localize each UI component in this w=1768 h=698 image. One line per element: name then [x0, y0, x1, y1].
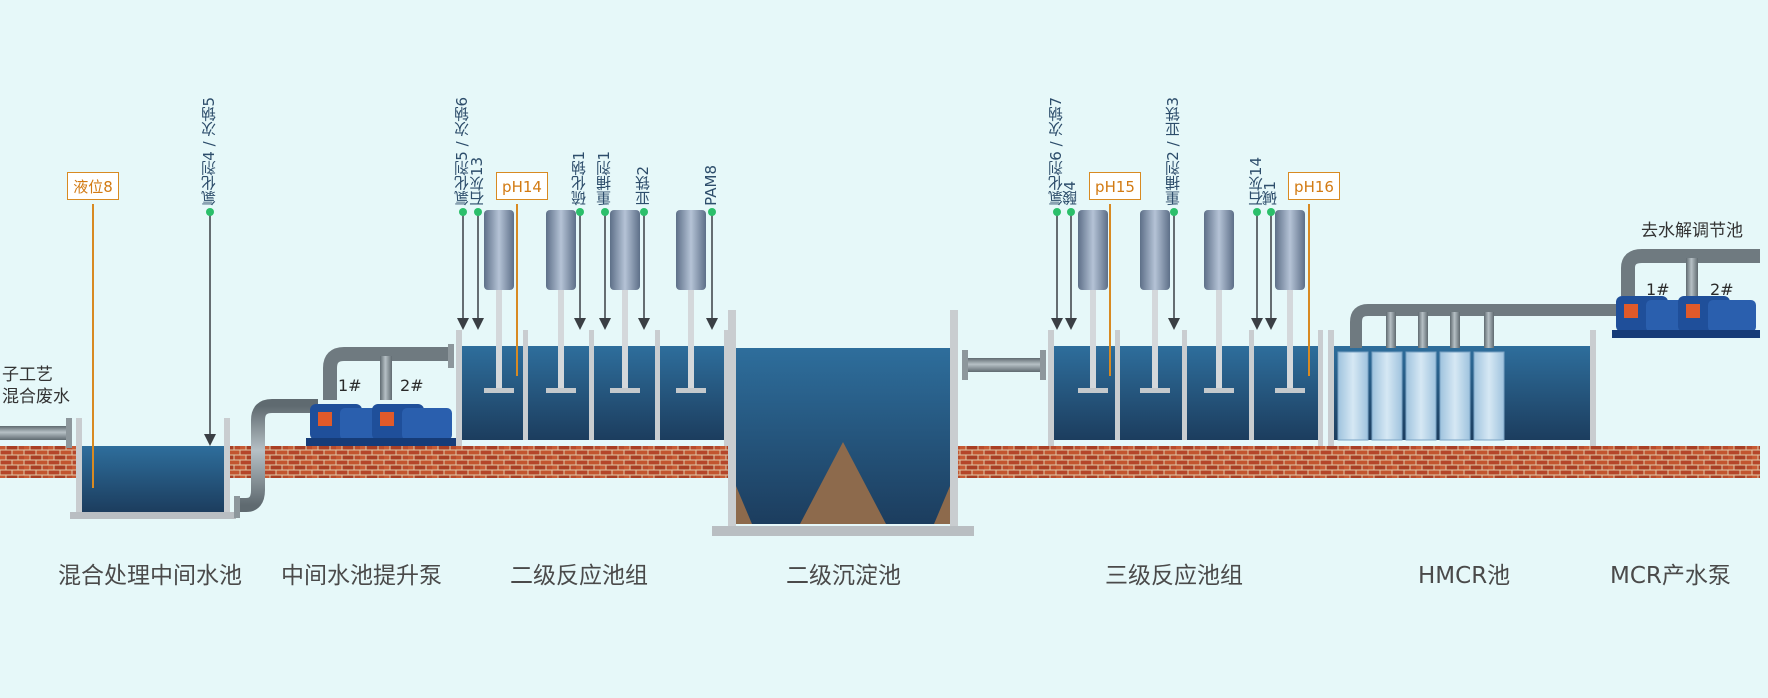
- section-label-mcr-pump: MCR产水泵: [1610, 563, 1731, 589]
- stage3-mixer-3: [1204, 210, 1234, 393]
- section-label-mix-tank: 混合处理中间水池: [58, 563, 242, 589]
- stage2-divider-2: [589, 330, 594, 440]
- mix-tank-wall-left: [76, 418, 82, 518]
- stage3-mixer-1: [1078, 210, 1108, 393]
- dosing-point-5[interactable]: [640, 208, 648, 216]
- settling-floor: [712, 526, 974, 536]
- dosing-label-6: PAM8: [702, 165, 720, 206]
- dosing-point-8[interactable]: [1170, 208, 1178, 216]
- mcr-discharge-pipe: [1621, 249, 1760, 296]
- ph16-indicator[interactable]: pH16: [1288, 172, 1340, 200]
- mix-tank-water: [82, 446, 224, 512]
- mcr-pump-1-label: 1#: [1646, 280, 1670, 299]
- hmcr-branch-3: [1450, 312, 1460, 348]
- hmcr-suction-header: [1350, 304, 1620, 348]
- settling-wall-right: [950, 310, 958, 530]
- stage2-divider-1: [523, 330, 528, 440]
- dosing-point-3[interactable]: [576, 208, 584, 216]
- hmcr-wall-left: [1328, 330, 1334, 446]
- hmcr-branch-4: [1484, 312, 1494, 348]
- hmcr-membrane-modules: [1337, 351, 1505, 441]
- lift-pump-2-label: 2#: [400, 376, 424, 395]
- dosing-label-8: 重捕剂2 / 亚铁3: [1164, 97, 1182, 206]
- section-label-lift-pump: 中间水池提升泵: [281, 563, 442, 589]
- settling-sludge-right: [934, 486, 950, 524]
- lift-discharge-pipe: [323, 347, 452, 400]
- stage3-wall-left: [1048, 330, 1054, 446]
- stage3-divider-2: [1182, 330, 1187, 440]
- settling-outlet-pipe: [964, 358, 1044, 372]
- dosing-point-7b[interactable]: [1067, 208, 1075, 216]
- outlet-destination-label: 去水解调节池: [1641, 221, 1743, 241]
- ph15-indicator[interactable]: pH15: [1089, 172, 1141, 200]
- dosing-point-7a[interactable]: [1053, 208, 1061, 216]
- settling-wall-left: [728, 310, 736, 530]
- dosing-label-1: 氯化剂4 / 次钠5: [200, 97, 218, 206]
- settling-outlet-flange-1: [962, 350, 968, 380]
- mcr-pump-2[interactable]: [1674, 296, 1760, 338]
- settling-sludge-left: [736, 486, 752, 524]
- section-label-hmcr: HMCR池: [1418, 563, 1511, 589]
- mix-tank-floor: [70, 512, 236, 519]
- suction-flange: [234, 496, 240, 518]
- lift-discharge-flange: [448, 344, 454, 368]
- dosing-point-2b[interactable]: [474, 208, 482, 216]
- suction-pipe: [236, 399, 318, 512]
- brick-ground-right: [958, 446, 1760, 478]
- dosing-point-9b[interactable]: [1267, 208, 1275, 216]
- level8-indicator[interactable]: 液位8: [67, 172, 119, 200]
- dosing-label-4: 重捕剂1: [595, 151, 613, 206]
- dosing-point-6[interactable]: [708, 208, 716, 216]
- stage2-divider-3: [655, 330, 660, 440]
- stage3-divider-3: [1249, 330, 1254, 440]
- stage3-mixer-2: [1140, 210, 1170, 393]
- stage2-mixer-1: [484, 210, 514, 393]
- hmcr-branch-1: [1386, 312, 1396, 348]
- stage2-mixer-4: [676, 210, 706, 393]
- mcr-pump-2-label: 2#: [1710, 280, 1734, 299]
- dosing-label-7b: 酸4: [1061, 181, 1079, 206]
- dosing-point-9a[interactable]: [1253, 208, 1261, 216]
- dosing-point-4[interactable]: [601, 208, 609, 216]
- section-label-stage2-reactor: 二级反应池组: [510, 563, 648, 589]
- stage3-divider-1: [1115, 330, 1120, 440]
- stage3-mixer-4: [1275, 210, 1305, 393]
- dosing-point-2a[interactable]: [459, 208, 467, 216]
- ph14-indicator[interactable]: pH14: [496, 172, 548, 200]
- settling-outlet-flange-2: [1040, 350, 1046, 380]
- dosing-label-3: 硫化钠1: [570, 151, 588, 206]
- settling-sludge-cone: [800, 442, 886, 524]
- hmcr-branch-2: [1418, 312, 1428, 348]
- dosing-label-2b: 石灰13: [468, 156, 486, 206]
- lift-pump-2[interactable]: [368, 404, 456, 446]
- dosing-label-9b: 碱1: [1261, 181, 1279, 206]
- stage2-mixer-3: [610, 210, 640, 393]
- stage2-wall-right: [724, 330, 729, 446]
- stage2-mixer-2: [546, 210, 576, 393]
- mcr-discharge-branch: [1686, 258, 1698, 296]
- stage2-wall-left: [456, 330, 462, 446]
- inlet-pipe: [0, 426, 70, 440]
- stage3-wall-right: [1318, 330, 1323, 446]
- lift-pump-1-label: 1#: [338, 376, 362, 395]
- section-label-stage2-settling: 二级沉淀池: [786, 563, 901, 589]
- mix-tank-wall-right: [224, 418, 230, 518]
- inlet-label-line2: 混合废水: [2, 387, 70, 407]
- lift-discharge-branch: [380, 356, 392, 400]
- inlet-label-line1: 子工艺: [2, 365, 53, 385]
- hmcr-wall-right: [1590, 330, 1596, 446]
- dosing-point-1[interactable]: [206, 208, 214, 216]
- section-label-stage3-reactor: 三级反应池组: [1105, 563, 1243, 589]
- dosing-label-5: 亚铁2: [634, 166, 652, 206]
- inlet-flange: [66, 418, 72, 448]
